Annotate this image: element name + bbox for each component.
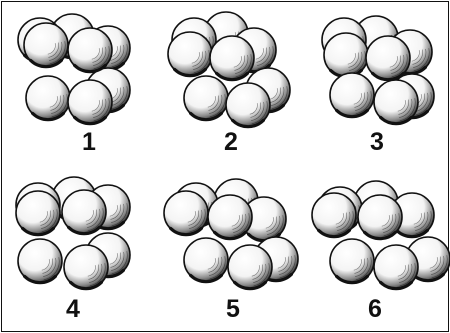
- sphere: [64, 245, 108, 289]
- sphere: [312, 193, 356, 237]
- figure-label-3: 3: [370, 130, 384, 155]
- sphere: [366, 36, 410, 80]
- sphere: [68, 28, 112, 72]
- sphere: [184, 76, 228, 120]
- sphere: [62, 190, 106, 234]
- sphere: [68, 80, 112, 124]
- sphere: [26, 76, 70, 120]
- arrangement-3: 3: [300, 0, 450, 165]
- arrangement-5: 5: [150, 165, 300, 330]
- sphere: [374, 245, 418, 289]
- sphere: [324, 33, 368, 77]
- sphere: [184, 238, 228, 282]
- sphere: [16, 191, 60, 235]
- figure-label-5: 5: [226, 297, 240, 322]
- sphere: [164, 191, 208, 235]
- sphere: [330, 73, 374, 117]
- sphere: [168, 32, 212, 76]
- figure-label-2: 2: [224, 130, 238, 155]
- sphere-cluster-5: [150, 165, 300, 330]
- figure-label-4: 4: [66, 297, 80, 322]
- sphere: [210, 36, 254, 80]
- sphere: [330, 239, 374, 283]
- arrangement-2: 2: [150, 0, 300, 165]
- sphere: [24, 23, 68, 67]
- figure-label-6: 6: [368, 297, 382, 322]
- sphere: [208, 195, 252, 239]
- sphere: [226, 83, 270, 127]
- arrangement-4: 4: [0, 165, 150, 330]
- arrangement-1: 1: [0, 0, 150, 165]
- figure-label-1: 1: [82, 130, 96, 155]
- sphere: [358, 195, 402, 239]
- sphere-cluster-1: [0, 0, 150, 165]
- sphere: [374, 80, 418, 124]
- arrangement-6: 6: [300, 165, 450, 330]
- sphere: [228, 245, 272, 289]
- sphere: [18, 239, 62, 283]
